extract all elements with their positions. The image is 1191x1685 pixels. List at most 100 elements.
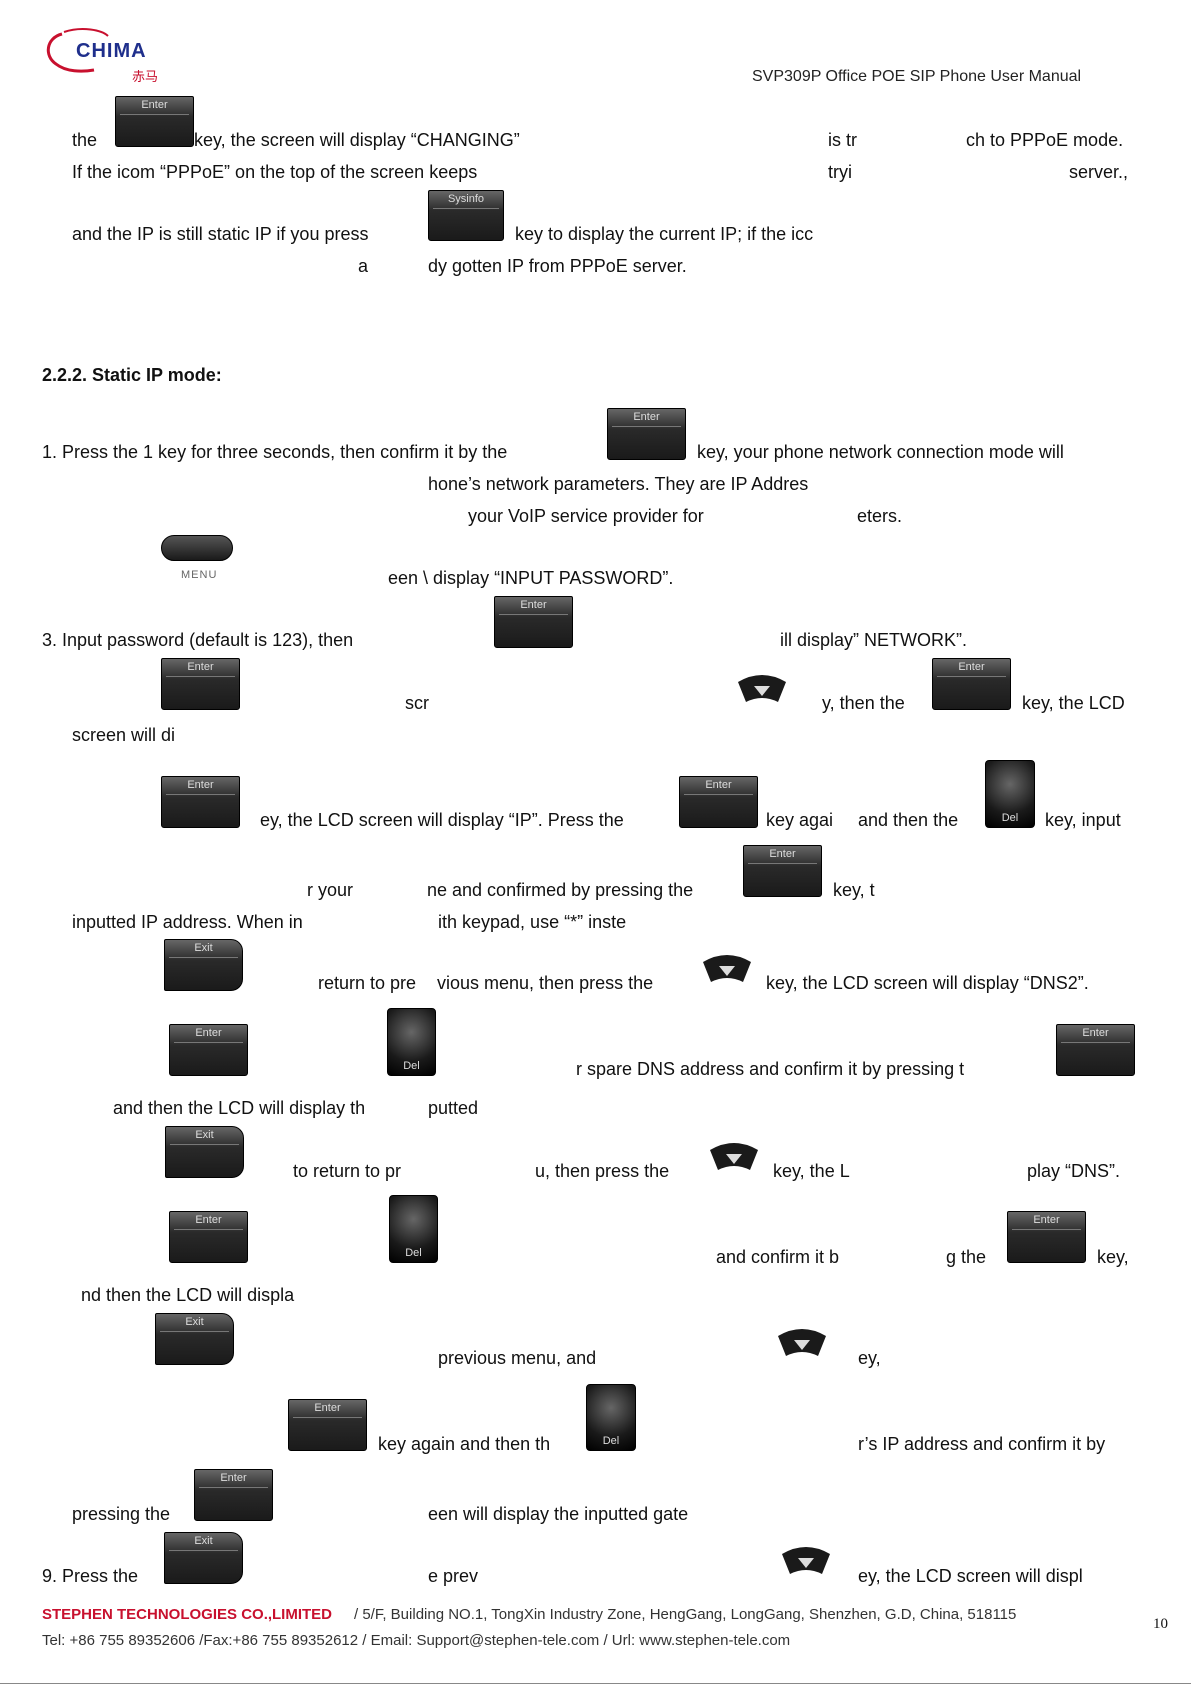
key-label: Enter (314, 1402, 341, 1414)
text-line: r your (307, 880, 354, 900)
enter-key-image: Enter (494, 596, 573, 648)
text-line: return to pre (318, 973, 417, 993)
section-heading: 2.2.2. Static IP mode: (42, 365, 222, 385)
text-line: ey, the LCD screen will display “IP”. Pr… (260, 810, 624, 830)
key-label: Exit (195, 1129, 214, 1141)
key-label: Exit (194, 942, 213, 954)
menu-key-label: MENU (181, 569, 218, 581)
key-label: Enter (195, 1027, 222, 1039)
enter-key-image: Enter (743, 845, 822, 897)
key-label: Enter (633, 411, 660, 423)
text-line: and then the LCD will display th (113, 1098, 366, 1118)
footer-company: STEPHEN TECHNOLOGIES CO.,LIMITED (42, 1606, 333, 1623)
sysinfo-key-image: Sysinfo (428, 190, 504, 241)
key-label: Del (1001, 812, 1019, 824)
text-line: screen will di (72, 725, 176, 745)
chima-logo: CHIMA 赤马 (42, 26, 172, 88)
text-line: and confirm it b (716, 1247, 840, 1267)
key-label: Enter (520, 599, 547, 611)
menu-key-image (161, 535, 233, 561)
enter-key-image: Enter (679, 776, 758, 828)
text-line: is tr (828, 130, 857, 150)
key-label: Enter (705, 779, 732, 791)
key-label: Del (403, 1060, 420, 1072)
down-arrow-nav-icon (710, 1143, 758, 1170)
text-line: to return to pr (293, 1161, 402, 1181)
exit-key-image: Exit (164, 939, 243, 991)
text-line: ne and confirmed by pressing the (427, 880, 694, 900)
enter-key-image: Enter (932, 658, 1011, 710)
text-line: inputted IP address. When in (72, 912, 303, 932)
enter-key-image: Enter (1007, 1211, 1086, 1263)
page-bottom-rule (0, 1683, 1191, 1684)
enter-key-image: Enter (115, 96, 194, 147)
footer: STEPHEN TECHNOLOGIES CO.,LIMITED / 5/F, … (42, 1606, 1122, 1652)
text-line: nd then the LCD will displa (81, 1285, 295, 1305)
page-number: 10 (1153, 1616, 1168, 1632)
text-line: key agai (766, 810, 834, 830)
text-line: y, then the (822, 693, 905, 713)
text-line: key, the LCD screen will display “DNS2”. (766, 973, 1089, 993)
text-line: key, the screen will display “CHANGING” (194, 130, 520, 150)
key-label: Enter (195, 1214, 222, 1226)
text-line: key, your phone network connection mode … (697, 442, 1064, 462)
text-line: key, the L (773, 1161, 850, 1181)
text-line: key, input (1045, 810, 1121, 830)
key-label: Enter (141, 99, 168, 111)
text-line: 1. Press the 1 key for three seconds, th… (42, 442, 508, 462)
text-line: the (72, 130, 98, 150)
text-line: previous menu, and (438, 1348, 597, 1368)
text-line: putted (428, 1098, 479, 1118)
key-label: Enter (220, 1472, 247, 1484)
key-label: Enter (958, 661, 985, 673)
key-label: Enter (769, 848, 796, 860)
text-line: ch to PPPoE mode. (966, 130, 1124, 150)
text-line: key, the LCD (1022, 693, 1125, 713)
text-line: hone’s network parameters. They are IP A… (428, 474, 809, 494)
key-label: Enter (187, 779, 214, 791)
text-line: dy gotten IP from PPPoE server. (428, 256, 687, 276)
enter-key-image: Enter (607, 408, 686, 460)
text-line: vious menu, then press the (437, 973, 654, 993)
enter-key-image: Enter (169, 1024, 248, 1076)
text-line: key, t (833, 880, 875, 900)
text-line: your VoIP service provider for (468, 506, 704, 526)
logo-text: CHIMA (76, 40, 147, 62)
enter-key-image: Enter (1056, 1024, 1135, 1076)
text-line: 9. Press the (42, 1566, 139, 1586)
exit-key-image: Exit (164, 1532, 243, 1584)
enter-key-image: Enter (161, 776, 240, 828)
text-line: e prev (428, 1566, 479, 1586)
exit-key-image: Exit (165, 1126, 244, 1178)
key-label: Exit (185, 1316, 204, 1328)
manual-title: SVP309P Office POE SIP Phone User Manual (752, 68, 1082, 85)
del-key-image: Del (985, 760, 1035, 828)
text-line: ill display” NETWORK”. (780, 630, 968, 650)
enter-key-image: Enter (288, 1399, 367, 1451)
text-line: r’s IP address and confirm it by (858, 1434, 1106, 1454)
enter-key-image: Enter (161, 658, 240, 710)
footer-contact: Tel: +86 755 89352606 /Fax:+86 755 89352… (42, 1632, 791, 1649)
text-line: If the icom “PPPoE” on the top of the sc… (72, 162, 478, 182)
text-line: u, then press the (535, 1161, 670, 1181)
key-label: Enter (1082, 1027, 1109, 1039)
text-line: ith keypad, use “*” inste (438, 912, 627, 932)
text-line: een \ display “INPUT PASSWORD”. (388, 568, 674, 588)
logo-swoosh-icon (46, 28, 109, 73)
text-line: pressing the (72, 1504, 171, 1524)
key-label: Enter (187, 661, 214, 673)
key-label: Enter (1033, 1214, 1060, 1226)
down-arrow-nav-icon (738, 675, 786, 702)
key-label: Sysinfo (447, 193, 485, 205)
del-key-image: Del (387, 1008, 436, 1076)
text-line: play “DNS”. (1027, 1161, 1121, 1181)
text-line: tryi (828, 162, 852, 182)
down-arrow-nav-icon (703, 955, 751, 982)
del-key-image: Del (389, 1195, 438, 1263)
text-line: and the IP is still static IP if you pre… (72, 224, 369, 244)
down-arrow-nav-icon (782, 1547, 830, 1574)
text-line: key again and then th (378, 1434, 551, 1454)
text-line: scr (405, 693, 429, 713)
text-line: g the (946, 1247, 987, 1267)
text-line: and then the (858, 810, 959, 830)
